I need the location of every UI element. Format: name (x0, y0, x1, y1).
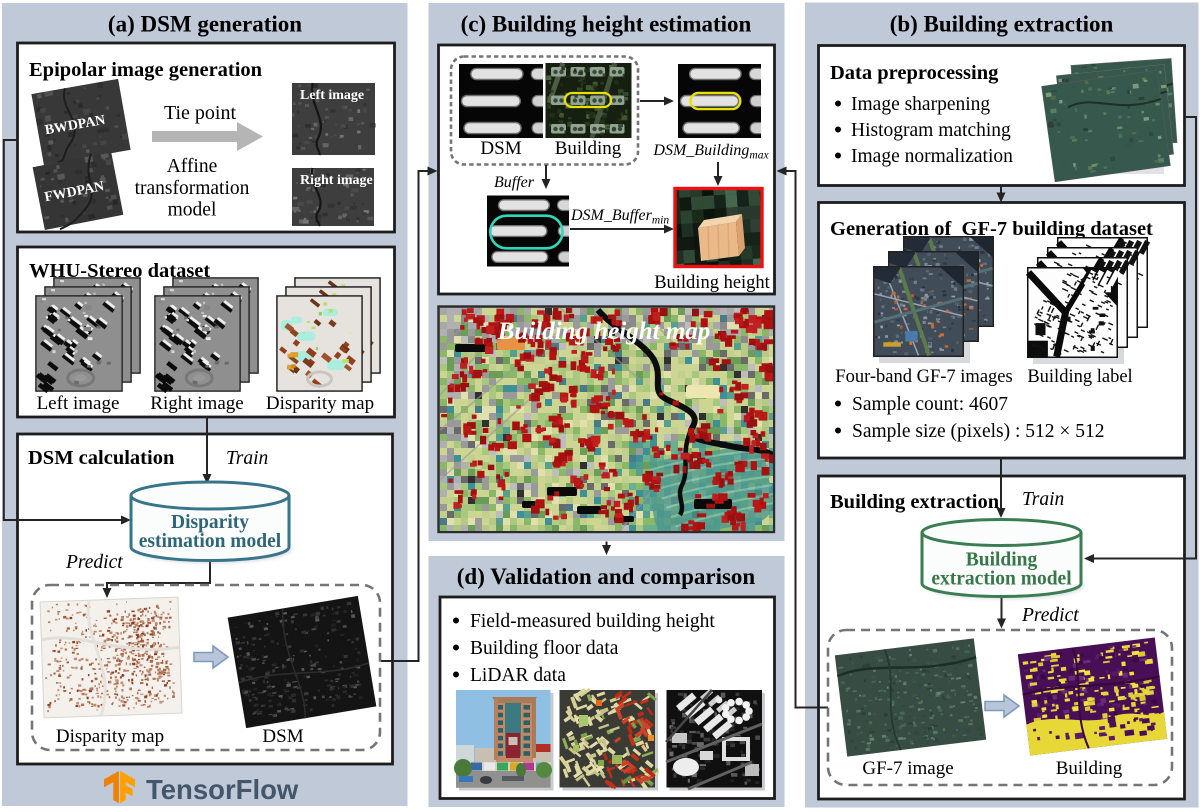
svg-text:Image sharpening: Image sharpening (851, 94, 990, 115)
svg-text:model: model (168, 200, 217, 221)
svg-text:Disparity map: Disparity map (266, 393, 374, 414)
svg-text:Disparity map: Disparity map (56, 726, 164, 747)
svg-text:Histogram matching: Histogram matching (851, 120, 1011, 141)
svg-text:Building height: Building height (654, 273, 770, 293)
svg-text:Right image: Right image (300, 173, 373, 188)
svg-text:Buffer: Buffer (494, 174, 535, 191)
svg-text:Left image: Left image (37, 393, 120, 414)
svg-text:WHU-Stereo dataset: WHU-Stereo dataset (29, 260, 210, 282)
svg-text:DSM calculation: DSM calculation (28, 447, 175, 469)
svg-text:Affine: Affine (167, 156, 218, 177)
svg-text:extraction model: extraction model (931, 569, 1072, 590)
svg-text:Disparity: Disparity (171, 512, 249, 533)
svg-text:transformation: transformation (135, 178, 250, 199)
svg-text:Epipolar image generation: Epipolar image generation (29, 59, 263, 81)
svg-text:DSM_Buildingmax: DSM_Buildingmax (652, 142, 769, 162)
svg-text:DSM_Buffermin: DSM_Buffermin (570, 207, 669, 227)
svg-text:estimation model: estimation model (139, 531, 282, 552)
svg-text:Building height map: Building height map (497, 318, 711, 345)
svg-text:Right image: Right image (150, 393, 243, 414)
svg-text:(b) Building extraction: (b) Building extraction (890, 12, 1114, 37)
svg-text:Predict: Predict (1021, 605, 1079, 626)
svg-text:DSM: DSM (262, 726, 303, 747)
svg-text:(d) Validation and comparison: (d) Validation and comparison (457, 564, 756, 589)
svg-text:Train: Train (1022, 489, 1064, 510)
svg-text:Tie point: Tie point (164, 102, 237, 124)
svg-text:Field-measured building height: Field-measured building height (470, 611, 715, 632)
svg-text:Predict: Predict (65, 552, 123, 573)
svg-text:Left image: Left image (300, 88, 364, 103)
svg-text:(c) Building height estimation: (c) Building height estimation (461, 12, 752, 37)
svg-text:Building: Building (966, 550, 1038, 571)
svg-text:Data preprocessing: Data preprocessing (830, 62, 999, 84)
svg-text:Building floor data: Building floor data (470, 638, 619, 659)
svg-text:DSM: DSM (480, 138, 521, 159)
svg-text:Generation of GF-7 building d: Generation of GF-7 building dataset (830, 218, 1153, 240)
svg-text:TensorFlow: TensorFlow (146, 774, 299, 805)
svg-text:Image normalization: Image normalization (851, 146, 1013, 167)
svg-text:Building: Building (555, 138, 622, 159)
svg-text:Train: Train (226, 448, 268, 469)
svg-text:(a) DSM generation: (a) DSM generation (108, 12, 302, 37)
svg-text:Building extraction: Building extraction (830, 491, 1000, 513)
svg-text:LiDAR data: LiDAR data (470, 665, 566, 686)
